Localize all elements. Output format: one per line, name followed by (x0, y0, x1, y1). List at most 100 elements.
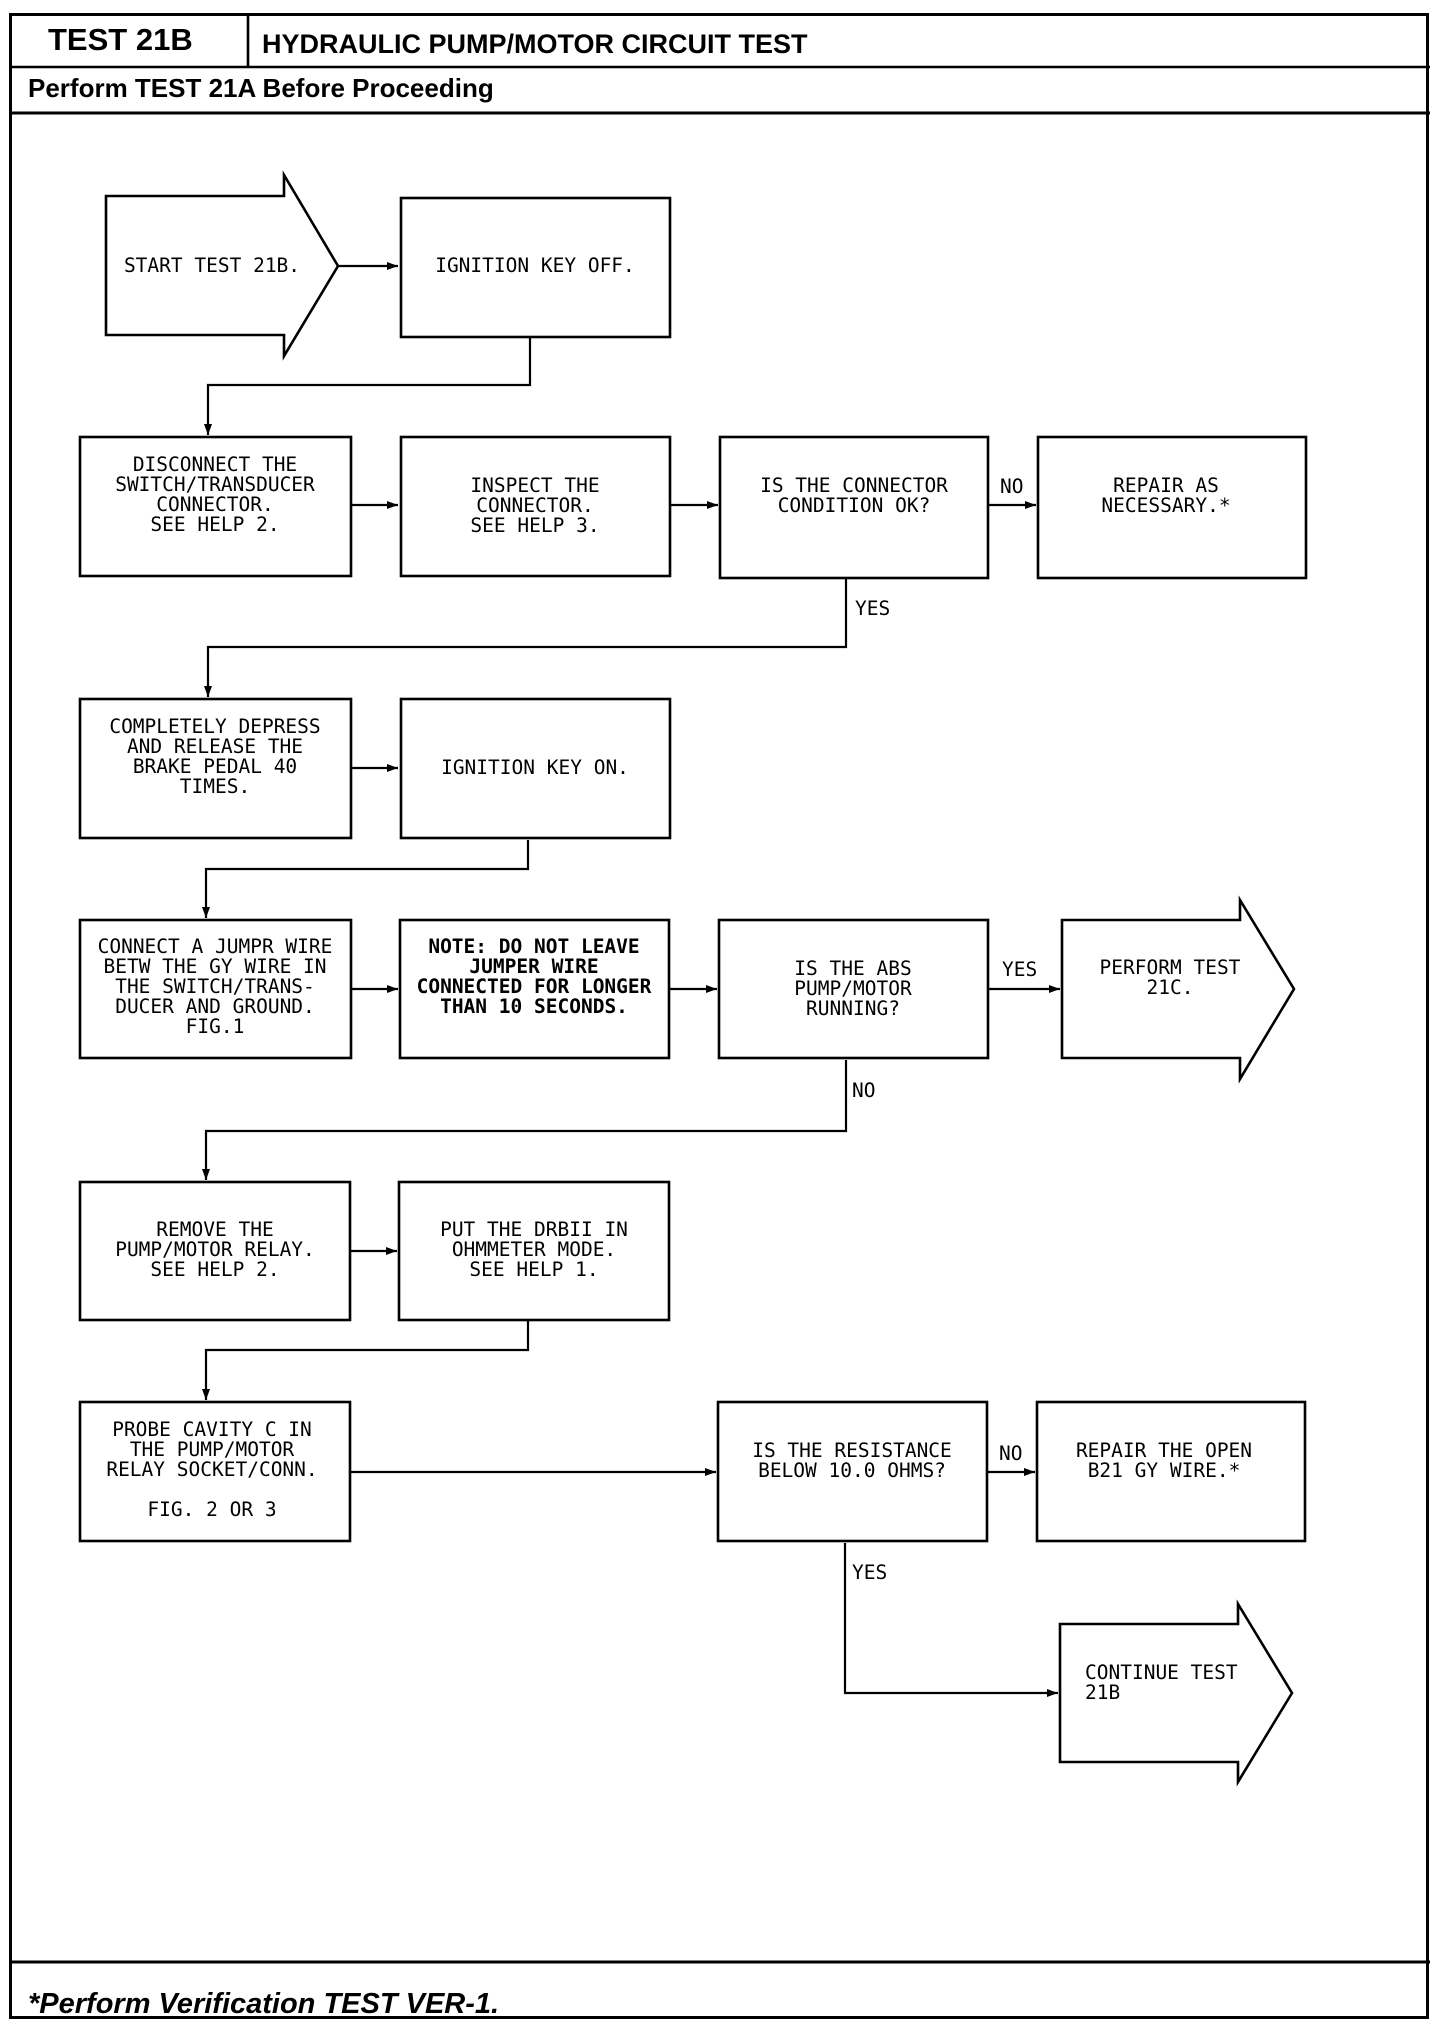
box-text-line: IGNITION KEY ON. (441, 756, 629, 779)
label-no-resistance: NO (999, 1442, 1022, 1465)
box-text-line: PUMP/MOTOR (794, 977, 912, 1000)
key-off-label: IGNITION KEY OFF. (435, 254, 635, 277)
box-text-line: BETW THE GY WIRE IN (103, 955, 326, 978)
box-text-line: SEE HELP 1. (469, 1258, 598, 1281)
box-text-line: B21 GY WIRE.* (1088, 1459, 1241, 1482)
inspect-box (399, 435, 672, 578)
jumper-box (78, 918, 353, 1060)
box-text-line: FIG.1 (186, 1015, 245, 1038)
box-text-line: BRAKE PEDAL 40 (133, 755, 297, 778)
arrow-question-to-depress (204, 579, 848, 697)
arrow-resistance-to-continue (843, 1543, 1058, 1697)
box-text-line: PUMP/MOTOR RELAY. (115, 1238, 315, 1261)
box-text-line: REMOVE THE (156, 1218, 273, 1241)
box-text-line: REPAIR AS (1113, 474, 1219, 497)
box-text-line: NOTE: DO NOT LEAVE (428, 935, 639, 958)
footer-note: *Perform Verification TEST VER-1. (28, 1988, 500, 2020)
box-text-line: PROBE CAVITY C IN (112, 1418, 312, 1441)
box-text-line: INSPECT THE (470, 474, 599, 497)
node-key-off: IGNITION KEY OFF. (399, 196, 672, 339)
label-no-running: NO (852, 1079, 875, 1102)
box-text-line: IS THE RESISTANCE (752, 1439, 952, 1462)
box-text-line: CONTINUE TEST (1085, 1661, 1238, 1684)
arrow-running-to-remove-relay (202, 1060, 848, 1180)
box-text-line: CONNECTED FOR LONGER (417, 975, 652, 998)
label-yes-connector: YES (855, 597, 890, 620)
box-text-line: REPAIR THE OPEN (1076, 1439, 1252, 1462)
perform-21c-arrow-shape (1060, 895, 1296, 1084)
arrow-drbii-to-probe (202, 1321, 530, 1400)
box-text-line: 21B (1085, 1681, 1120, 1704)
box-text-line: BELOW 10.0 OHMS? (758, 1459, 946, 1482)
box-text-line: CONDITION OK? (778, 494, 931, 517)
repair-connector-box (1036, 435, 1308, 580)
box-text-line: THE PUMP/MOTOR (130, 1438, 295, 1461)
box-text-line: PUT THE DRBII IN (440, 1218, 628, 1241)
page-title: HYDRAULIC PUMP/MOTOR CIRCUIT TEST (262, 29, 808, 59)
box-text-line: NECESSARY.* (1101, 494, 1230, 517)
box-text-line: DUCER AND GROUND. (115, 995, 315, 1018)
box-text-line: JUMPER WIRE (469, 955, 598, 978)
probe-box (78, 1400, 352, 1543)
question-running-box (717, 918, 990, 1060)
box-text-line: AND RELEASE THE (127, 735, 303, 758)
depress-box (78, 697, 353, 840)
arrow-key-on-to-jumper (202, 840, 530, 918)
drbii-box (397, 1180, 671, 1322)
box-text-line: CONNECT A JUMPR WIRE (98, 935, 333, 958)
page-frame (9, 13, 1429, 2019)
box-text-line: SEE HELP 2. (150, 1258, 279, 1281)
key-off-box (399, 196, 672, 339)
box-text-line: TIMES. (180, 775, 250, 798)
remove-relay-box (78, 1180, 352, 1322)
box-text-line: RUNNING? (806, 997, 900, 1020)
box-text-line: FIG. 2 OR 3 (147, 1498, 276, 1521)
label-no-connector: NO (1000, 475, 1023, 498)
arrow-key-off-to-disconnect (204, 338, 532, 435)
label-yes-running: YES (1002, 958, 1037, 981)
connectors (202, 262, 1060, 1697)
box-text-line: THAN 10 SECONDS. (440, 995, 628, 1018)
disconnect-box (78, 435, 353, 578)
repair-open-box (1035, 1400, 1307, 1543)
box-text-line: COMPLETELY DEPRESS (109, 715, 320, 738)
note-box (398, 918, 671, 1060)
box-text-line: THE SWITCH/TRANS- (115, 975, 315, 998)
prerequisite-note: Perform TEST 21A Before Proceeding (28, 73, 494, 103)
key-on-box (399, 697, 672, 840)
box-text-line: OHMMETER MODE. (452, 1238, 616, 1261)
box-text-line: SEE HELP 2. (150, 513, 279, 536)
label-yes-resistance: YES (852, 1561, 887, 1584)
box-text-line: IGNITION KEY OFF. (435, 254, 635, 277)
test-id: TEST 21B (48, 22, 193, 57)
box-text-line: RELAY SOCKET/CONN. (106, 1458, 317, 1481)
box-text-line: IS THE CONNECTOR (760, 474, 948, 497)
